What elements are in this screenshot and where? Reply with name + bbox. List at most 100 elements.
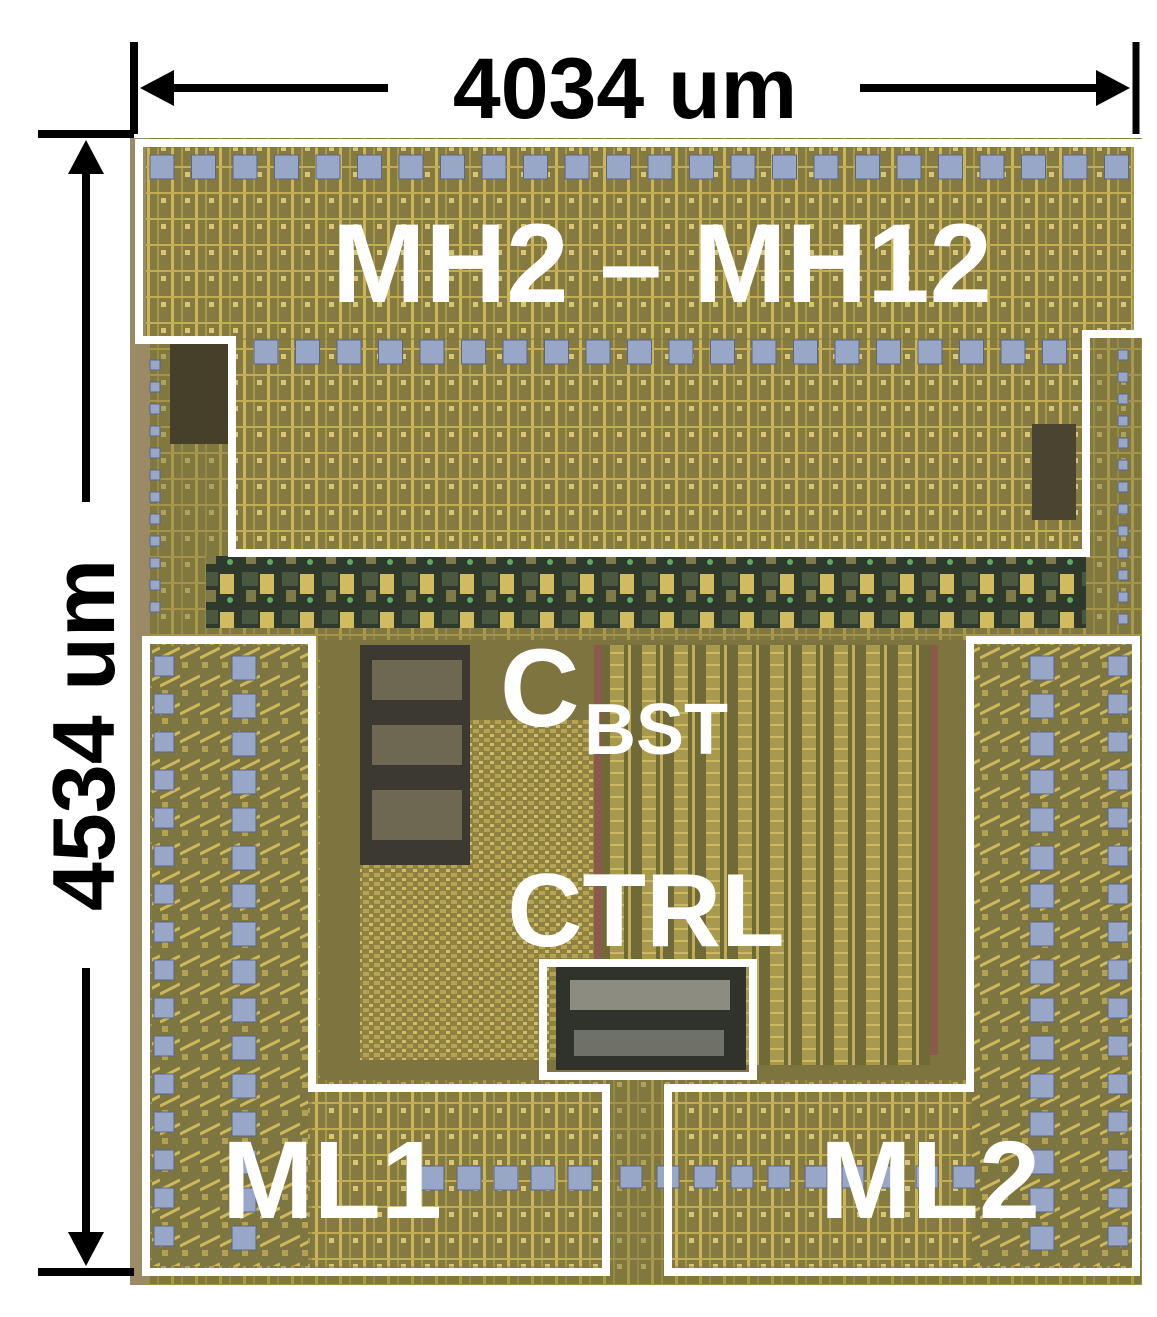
bond-pad [915, 1165, 939, 1189]
bond-pad [231, 1073, 257, 1099]
bond-pad [231, 997, 257, 1023]
bond-pad [1117, 569, 1129, 581]
bond-pad [1107, 1225, 1129, 1247]
bond-pad [668, 339, 694, 365]
bond-pad [1029, 997, 1055, 1023]
bond-pad [1029, 921, 1055, 947]
bond-pad [1117, 591, 1129, 603]
ctrl-block-label: CTRL [507, 853, 784, 969]
bond-pad [804, 1165, 828, 1189]
bond-pad [1117, 547, 1129, 559]
bond-pad [1117, 371, 1129, 383]
bond-pad [153, 845, 175, 867]
bond-pad [564, 154, 590, 180]
bond-pad [841, 1165, 865, 1189]
bond-pad [878, 1165, 902, 1189]
center-area [320, 640, 970, 1080]
height-dimension [38, 130, 134, 1276]
bond-pad [153, 769, 175, 791]
bond-pad [813, 154, 839, 180]
bond-pad [1107, 1035, 1129, 1057]
bond-pad [153, 655, 175, 677]
bond-pad [767, 1165, 791, 1189]
bond-pad [1029, 731, 1055, 757]
driver-strip [206, 556, 1086, 628]
bond-pad [876, 339, 901, 365]
bond-pad [253, 339, 279, 365]
bond-pad [440, 154, 465, 180]
bond-pad [231, 845, 257, 871]
bond-pad [153, 1187, 175, 1209]
bond-pad [231, 769, 257, 795]
bond-pad [153, 959, 175, 981]
bond-pad [378, 339, 403, 365]
bond-pad [1029, 693, 1055, 719]
bond-pad [1029, 655, 1055, 681]
bond-pad [149, 491, 161, 503]
bond-pad [1107, 1149, 1129, 1171]
bond-pad [502, 339, 528, 365]
bond-pad [191, 154, 216, 180]
bond-pad [1107, 921, 1129, 943]
bond-pad [456, 1165, 482, 1191]
bond-pad [855, 154, 880, 180]
bond-pad [357, 154, 382, 180]
bond-pad [231, 807, 257, 833]
bond-pad [693, 1165, 717, 1189]
bond-pad [619, 1165, 643, 1189]
bond-pad [149, 601, 161, 613]
bond-pad [153, 693, 175, 715]
bond-pad [530, 1165, 556, 1191]
bond-pad [793, 339, 818, 365]
bond-pad [834, 339, 860, 365]
bond-pad [274, 154, 299, 180]
top-region-fill [146, 148, 1132, 552]
bond-pad [153, 1073, 175, 1095]
bond-pad [231, 1187, 257, 1213]
bond-pad [419, 1165, 445, 1191]
ctrl-block-outline [539, 959, 757, 1080]
bond-pad [523, 154, 548, 180]
bond-pad [336, 339, 362, 365]
ml1-block-label: ML1 [222, 1119, 442, 1242]
bond-pad [730, 154, 756, 180]
bond-pad [295, 339, 320, 365]
bond-pad [149, 447, 161, 459]
ml2-block-outline [664, 636, 1140, 1276]
bond-pad [730, 1165, 754, 1189]
bond-pad [544, 339, 569, 365]
bond-pad [1042, 339, 1067, 365]
height-label: 4534 um [34, 559, 133, 911]
width-dimension [130, 42, 1140, 134]
bond-pad [1107, 769, 1129, 791]
bond-pad [567, 1165, 593, 1191]
bond-pad [1117, 437, 1129, 449]
bond-pad [627, 339, 652, 365]
bond-pad [1107, 693, 1129, 715]
block-outlines [135, 139, 1142, 1276]
bond-pad [149, 557, 161, 569]
bond-pads [149, 154, 1129, 1251]
bond-pad [1107, 1111, 1129, 1133]
width-label: 4034 um [453, 41, 797, 137]
bond-pad [689, 154, 714, 180]
bond-pad [419, 339, 445, 365]
bond-pad [1117, 503, 1129, 515]
bond-pad [1029, 959, 1055, 985]
bond-pad [153, 1225, 175, 1247]
bond-pad [149, 154, 175, 180]
bond-pad [231, 883, 257, 909]
bond-pad [231, 731, 257, 757]
bond-pad [153, 997, 175, 1019]
bond-pad [1117, 525, 1129, 537]
bond-pad [231, 1149, 257, 1175]
bond-pad [231, 1111, 257, 1137]
bond-pad [1117, 415, 1129, 427]
bond-pad [1107, 845, 1129, 867]
bond-pad [461, 339, 486, 365]
bond-pad [153, 731, 175, 753]
bond-pad [153, 1035, 175, 1057]
bond-pad [938, 154, 963, 180]
bond-pad [1107, 997, 1129, 1019]
